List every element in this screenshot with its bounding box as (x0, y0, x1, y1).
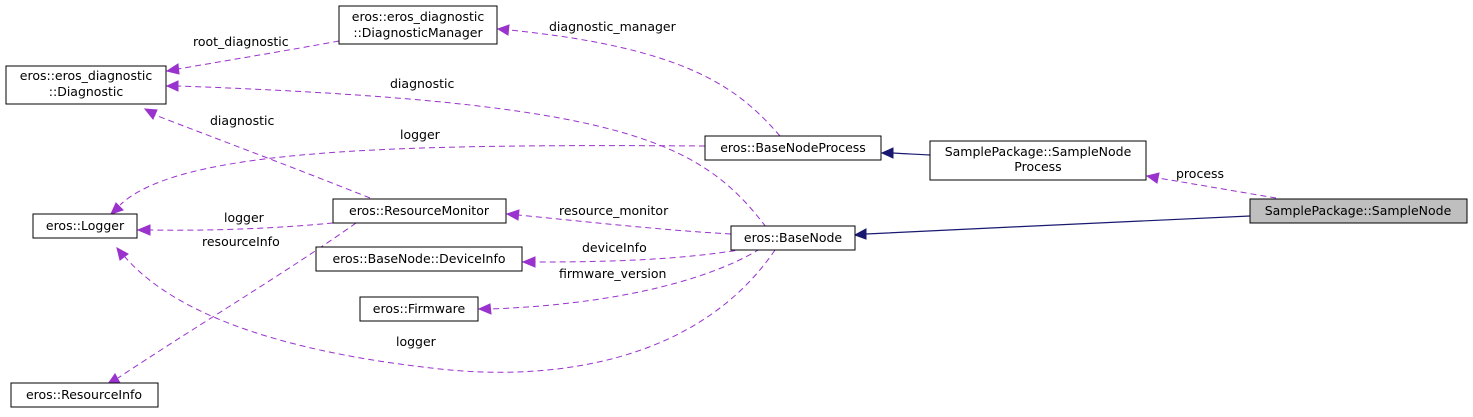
node-firmware[interactable]: eros::Firmware (359, 296, 479, 322)
label-device-info: deviceInfo (582, 240, 647, 255)
node-sample-node-process[interactable]: SamplePackage::SampleNode Process (929, 140, 1147, 181)
arrow-root-diagnostic (165, 63, 180, 75)
svg-text:eros::Firmware: eros::Firmware (373, 301, 466, 316)
edge-diagnostic-mid (154, 114, 371, 199)
label-diagnostic-mid: diagnostic (210, 113, 274, 128)
svg-text:Process: Process (1014, 159, 1061, 174)
node-diagnostic-manager[interactable]: eros::eros_diagnostic ::DiagnosticManage… (338, 5, 498, 45)
arrow-logger-top (110, 202, 124, 215)
label-logger-mid: logger (224, 210, 265, 225)
edge-root-diagnostic (177, 40, 340, 70)
arrow-inherit-basenodeprocess (880, 147, 894, 159)
label-root-diagnostic: root_diagnostic (193, 34, 289, 49)
svg-text:eros::ResourceMonitor: eros::ResourceMonitor (349, 203, 490, 218)
label-logger-top: logger (400, 127, 441, 142)
arrow-process (1145, 172, 1160, 184)
arrow-logger-bottom (116, 247, 129, 261)
edge-logger-bottom (124, 249, 776, 373)
arrow-resource-monitor (505, 209, 520, 221)
edge-firmware-version (489, 248, 761, 310)
node-logger[interactable]: eros::Logger (32, 213, 138, 239)
node-resource-info[interactable]: eros::ResourceInfo (10, 382, 159, 408)
label-diagnostic-top: diagnostic (390, 76, 454, 91)
edge-diagnostic-manager (508, 29, 781, 137)
edge-inherit-basenode (865, 215, 1251, 235)
label-process: process (1176, 166, 1224, 181)
svg-text:eros::BaseNodeProcess: eros::BaseNodeProcess (720, 140, 866, 155)
edge-device-info (534, 248, 746, 263)
edge-logger-top (119, 145, 706, 206)
arrow-inherit-basenode (853, 228, 867, 240)
node-base-node[interactable]: eros::BaseNode (730, 225, 856, 251)
edge-process (1157, 177, 1277, 199)
node-diagnostic[interactable]: eros::eros_diagnostic ::Diagnostic (5, 65, 167, 105)
svg-text:eros::Logger: eros::Logger (46, 218, 125, 233)
node-base-node-process[interactable]: eros::BaseNodeProcess (704, 135, 882, 161)
node-resource-monitor[interactable]: eros::ResourceMonitor (332, 198, 507, 224)
svg-text:eros::BaseNode: eros::BaseNode (744, 230, 843, 245)
svg-text:::DiagnosticManager: ::DiagnosticManager (353, 25, 483, 40)
label-diagnostic-manager: diagnostic_manager (549, 19, 677, 34)
arrow-firmware-version (477, 303, 492, 315)
svg-text:SamplePackage::SampleNode: SamplePackage::SampleNode (1265, 203, 1452, 218)
edge-diagnostic-top (177, 85, 767, 228)
edge-inherit-basenodeprocess (892, 152, 931, 156)
svg-text:eros::BaseNode::DeviceInfo: eros::BaseNode::DeviceInfo (332, 251, 505, 266)
label-resource-info: resourceInfo (202, 234, 280, 249)
node-sample-node[interactable]: SamplePackage::SampleNode (1249, 198, 1468, 224)
edge-logger-mid (149, 222, 334, 231)
arrow-diagnostic-manager (496, 24, 510, 36)
label-resource-monitor: resource_monitor (559, 203, 669, 218)
svg-text:::Diagnostic: ::Diagnostic (49, 84, 124, 99)
svg-text:eros::ResourceInfo: eros::ResourceInfo (26, 387, 142, 402)
svg-text:eros::eros_diagnostic: eros::eros_diagnostic (20, 68, 153, 83)
arrow-diagnostic-top (165, 80, 179, 92)
arrow-device-info (521, 256, 536, 268)
arrow-diagnostic-mid (143, 108, 158, 120)
arrow-logger-mid (136, 224, 151, 236)
node-device-info[interactable]: eros::BaseNode::DeviceInfo (315, 246, 523, 272)
svg-text:eros::eros_diagnostic: eros::eros_diagnostic (352, 9, 485, 24)
svg-text:SamplePackage::SampleNode: SamplePackage::SampleNode (945, 144, 1132, 159)
label-logger-bottom: logger (396, 334, 437, 349)
edge-resource-info (117, 222, 357, 379)
label-firmware-version: firmware_version (559, 266, 666, 281)
